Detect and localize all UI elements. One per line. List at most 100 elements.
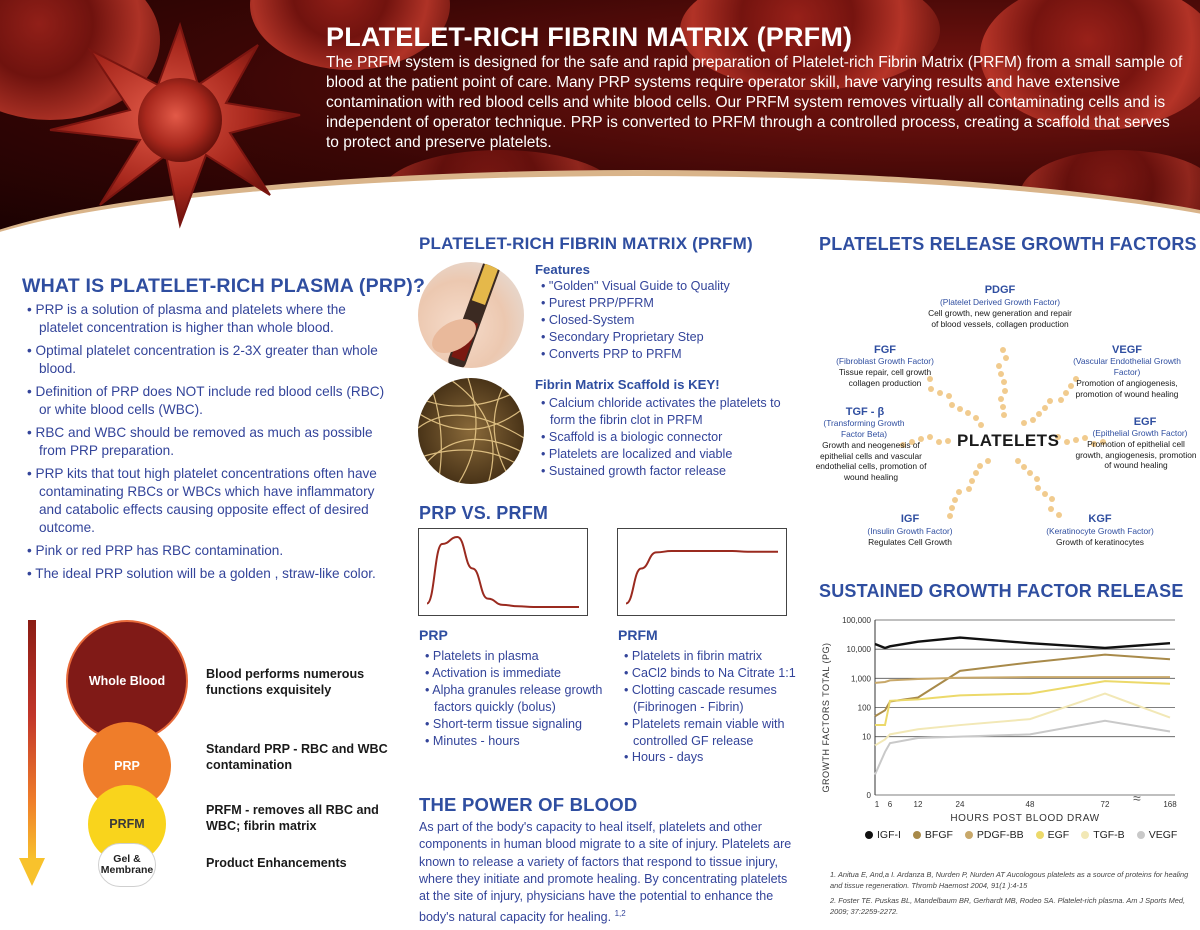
activated-platelet-image <box>49 21 301 229</box>
what-is-prp-heading: WHAT IS PLATELET-RICH PLASMA (PRP)? <box>22 275 426 297</box>
pdgf-name: PDGF <box>984 284 1016 296</box>
fgf-description: Tissue repair, cell growth collagen prod… <box>838 367 932 388</box>
tgf-beta-name: TGF - β <box>845 406 885 418</box>
platelet-dot <box>945 437 951 444</box>
legend-item: PDGF-BB <box>964 829 1024 841</box>
platelet-dot <box>900 441 907 448</box>
platelet-dot <box>1068 383 1075 390</box>
igf-subtitle: (Insulin Growth Factor) <box>867 526 953 536</box>
platelet-dot <box>965 410 972 417</box>
platelet-dot <box>1035 485 1042 492</box>
platelet-dot <box>1099 438 1106 445</box>
gel-membrane-circle: Gel & Membrane <box>98 843 156 887</box>
list-item: CaCl2 binds to Na Citrate 1:1 <box>624 665 804 682</box>
platelet-dot <box>1090 441 1097 448</box>
legend-label: VEGF <box>1148 829 1178 841</box>
platelet-dot <box>918 436 924 443</box>
x-tick-label: 12 <box>914 800 923 809</box>
reference-1: 1. Anitua E, And,a I. Ardanza B, Nurden … <box>830 870 1189 890</box>
x-tick-label: 6 <box>888 800 893 809</box>
platelet-dot <box>1035 411 1042 418</box>
list-item: Activation is immediate <box>425 665 605 682</box>
y-tick-label: 10,000 <box>847 645 872 654</box>
list-item: Hours - days <box>624 749 804 766</box>
whole-blood-circle: Whole Blood <box>66 620 188 742</box>
reference-2: 2. Foster TE. Puskas BL, Mandelbaum BR, … <box>830 896 1186 916</box>
platelet-dot <box>998 395 1005 402</box>
platelet-dot <box>1063 390 1070 397</box>
legend-label: EGF <box>1047 829 1070 841</box>
list-item: PRP is a solution of plasma and platelet… <box>27 301 392 337</box>
platelet-dot <box>998 371 1005 378</box>
fgf-subtitle: (Fibroblast Growth Factor) <box>836 356 934 366</box>
fibrin-scaffold-photo <box>418 378 524 484</box>
x-tick-label: 1 <box>875 800 880 809</box>
series-line-pdgf-bb <box>874 676 1170 684</box>
legend-swatch-icon <box>865 831 873 839</box>
gel-membrane-description: Product Enhancements <box>206 856 347 870</box>
list-item: Alpha granules release growth factors qu… <box>425 682 605 716</box>
legend-item: BFGF <box>912 829 953 841</box>
platelet-dot <box>984 458 991 465</box>
list-item: Platelets remain viable with controlled … <box>624 716 804 750</box>
gradient-arrow <box>28 620 36 860</box>
platelet-dot <box>965 485 972 492</box>
platelet-dot <box>1020 420 1027 427</box>
x-tick-label: 24 <box>956 800 965 809</box>
y-tick-label: 0 <box>867 791 872 800</box>
legend-item: VEGF <box>1136 829 1178 841</box>
list-item: Calcium chloride activates the platelets… <box>541 395 791 429</box>
features-heading: Features <box>535 262 590 277</box>
platelet-dot <box>909 438 916 445</box>
features-list: "Golden" Visual Guide to Quality Purest … <box>541 278 781 363</box>
platelet-dot <box>1041 404 1048 411</box>
platelet-dot <box>1000 411 1007 418</box>
scaffold-heading: Fibrin Matrix Scaffold is KEY! <box>535 377 720 392</box>
legend-swatch-icon <box>1081 831 1090 839</box>
prfm-characteristics-list: Platelets in fibrin matrix CaCl2 binds t… <box>624 648 804 766</box>
prfm-heading: PLATELET-RICH FIBRIN MATRIX (PRFM) <box>419 234 753 253</box>
release-curve <box>625 550 778 605</box>
series-line-igf-i <box>874 636 1171 650</box>
platelet-dot <box>957 405 964 412</box>
release-curve <box>426 535 579 608</box>
arrow-head-icon <box>19 858 45 886</box>
legend-label: TGF-B <box>1093 829 1125 841</box>
power-of-blood-text: As part of the body's capacity to heal i… <box>419 819 799 927</box>
platelet-dot <box>1063 438 1070 445</box>
x-tick-label: 72 <box>1101 800 1110 809</box>
whole-blood-description: Blood performs numerous functions exquis… <box>206 667 365 697</box>
vegf-subtitle: (Vascular Endothelial Growth Factor) <box>1073 356 1181 377</box>
platelet-dot <box>1000 379 1007 386</box>
platelet-dot <box>1041 490 1048 497</box>
platelet-dot <box>928 386 935 393</box>
list-item: Sustained growth factor release <box>541 463 791 480</box>
legend-swatch-icon <box>1136 831 1145 839</box>
growth-factors-heading: PLATELETS RELEASE GROWTH FACTORS <box>819 234 1197 254</box>
platelet-dot <box>1048 506 1055 513</box>
legend-swatch-icon <box>912 831 921 839</box>
sustained-release-heading: SUSTAINED GROWTH FACTOR RELEASE <box>819 581 1184 601</box>
pdgf-subtitle: (Platelet Derived Growth Factor) <box>939 297 1061 307</box>
what-is-prp-list: PRP is a solution of plasma and platelet… <box>27 301 392 588</box>
series-line-egf <box>875 680 1171 727</box>
platelet-dot <box>927 434 934 441</box>
y-axis-title: GROWTH FACTORS TOTAL (PG) <box>821 642 831 792</box>
platelet-dot <box>949 505 956 512</box>
platelet-dot <box>1000 347 1006 353</box>
legend-swatch-icon <box>964 831 973 839</box>
list-item: The ideal PRP solution will be a golden … <box>27 565 392 583</box>
y-tick-label: 1,000 <box>851 674 872 683</box>
series-line-tgf-b <box>874 692 1171 747</box>
list-item: Platelets are localized and viable <box>541 446 791 463</box>
legend-item: IGF-I <box>865 829 901 841</box>
list-item: Pink or red PRP has RBC contamination. <box>27 542 392 560</box>
platelet-dot <box>1020 464 1027 471</box>
platelet-dot <box>995 363 1002 370</box>
vegf-description: Promotion of angiogenesis, promotion of … <box>1075 378 1179 399</box>
tgf-beta-subtitle: (Transforming Growth Factor Beta) <box>823 418 905 439</box>
legend-label: BFGF <box>924 829 953 841</box>
platelet-dot <box>977 421 984 428</box>
axis-break-icon: ≈ <box>1133 790 1141 806</box>
fgf-name: FGF <box>874 344 896 356</box>
